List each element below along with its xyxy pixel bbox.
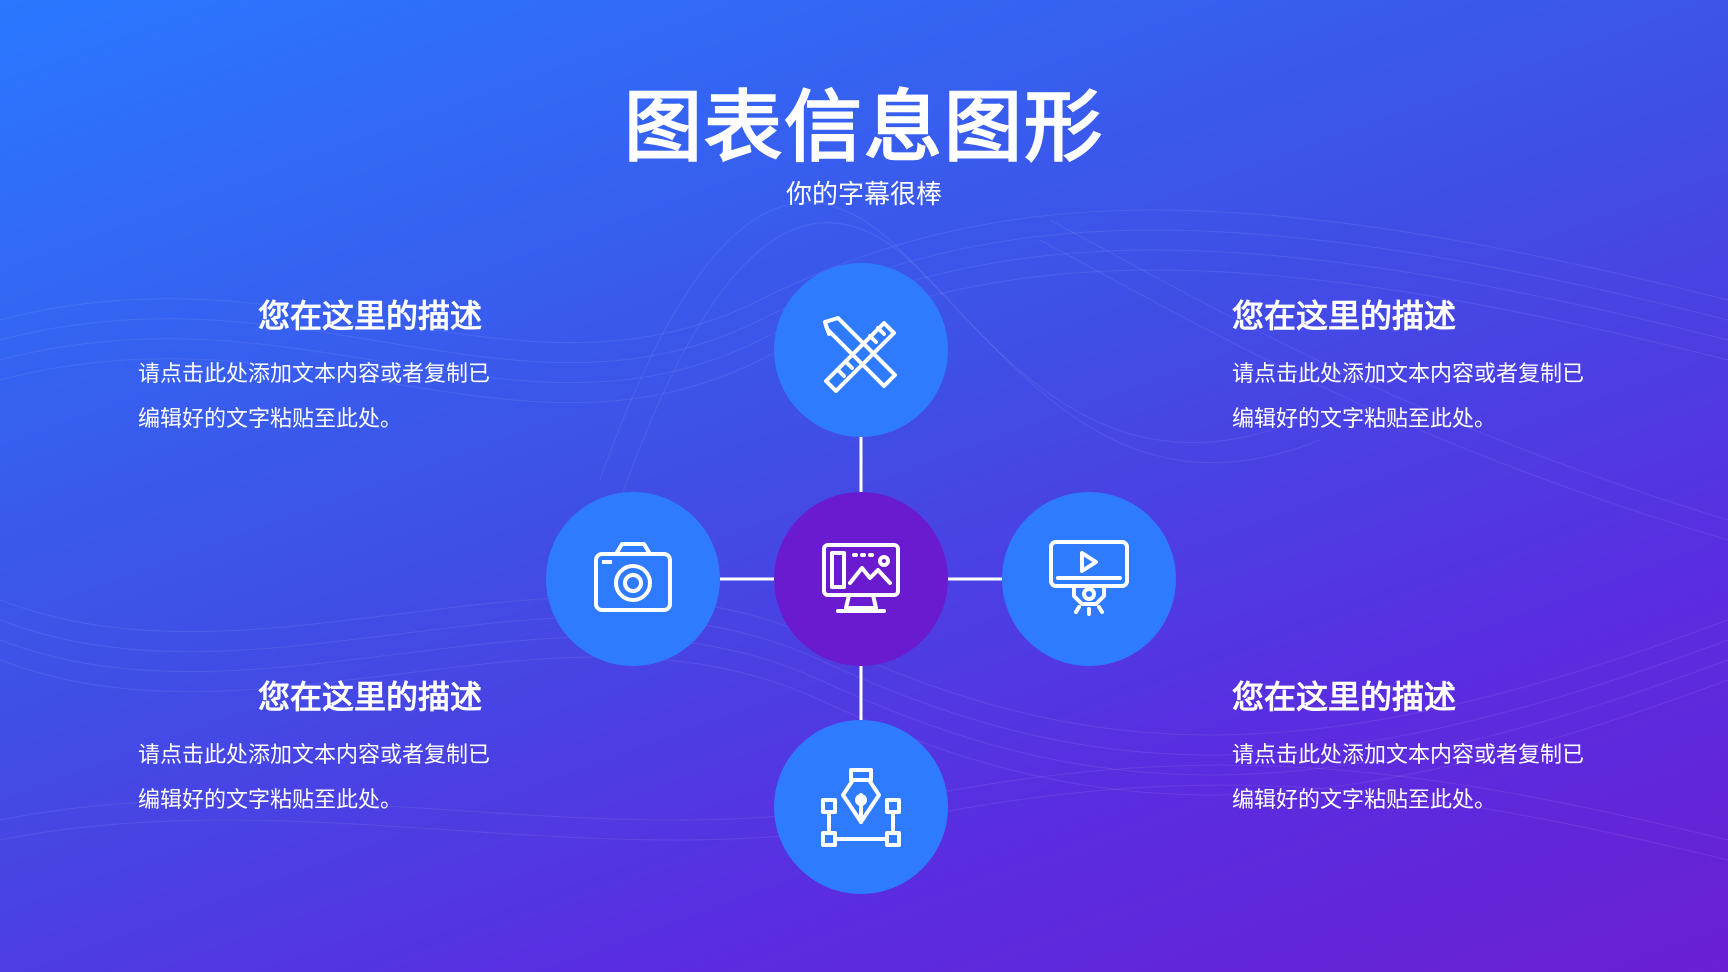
monitor-design-icon	[822, 543, 900, 613]
description-top-right: 您在这里的描述 请点击此处添加文本内容或者复制已编辑好的文字粘贴至此处。	[1232, 294, 1602, 442]
node-bottom	[774, 720, 948, 894]
camera-icon	[594, 542, 672, 612]
connectors	[720, 436, 1002, 720]
video-settings-icon	[1049, 540, 1129, 616]
description-text: 请点击此处添加文本内容或者复制已编辑好的文字粘贴至此处。	[1232, 362, 1585, 432]
node-left-circle	[546, 492, 720, 666]
node-top-circle	[774, 263, 948, 437]
pencil-ruler-icon	[823, 316, 897, 393]
node-left	[546, 492, 720, 666]
page-title: 图表信息图形	[623, 83, 1104, 173]
description-heading: 您在这里的描述	[1232, 678, 1457, 716]
page-subtitle: 你的字幕很棒	[785, 180, 942, 210]
description-bottom-right: 您在这里的描述 请点击此处添加文本内容或者复制已编辑好的文字粘贴至此处。	[1232, 675, 1602, 823]
description-heading: 您在这里的描述	[1232, 297, 1457, 335]
description-bottom-left: 您在这里的描述 请点击此处添加文本内容或者复制已编辑好的文字粘贴至此处。	[126, 675, 496, 823]
description-heading: 您在这里的描述	[257, 297, 482, 335]
node-right	[1002, 492, 1176, 666]
description-text: 请点击此处添加文本内容或者复制已编辑好的文字粘贴至此处。	[138, 362, 491, 432]
description-text: 请点击此处添加文本内容或者复制已编辑好的文字粘贴至此处。	[138, 743, 491, 813]
description-top-left: 您在这里的描述 请点击此处添加文本内容或者复制已编辑好的文字粘贴至此处。	[126, 294, 496, 442]
node-top	[774, 263, 948, 437]
node-center-circle	[774, 492, 948, 666]
description-text: 请点击此处添加文本内容或者复制已编辑好的文字粘贴至此处。	[1232, 743, 1585, 813]
node-center	[774, 492, 948, 666]
description-heading: 您在这里的描述	[257, 678, 482, 716]
pen-tool-icon	[821, 768, 901, 847]
